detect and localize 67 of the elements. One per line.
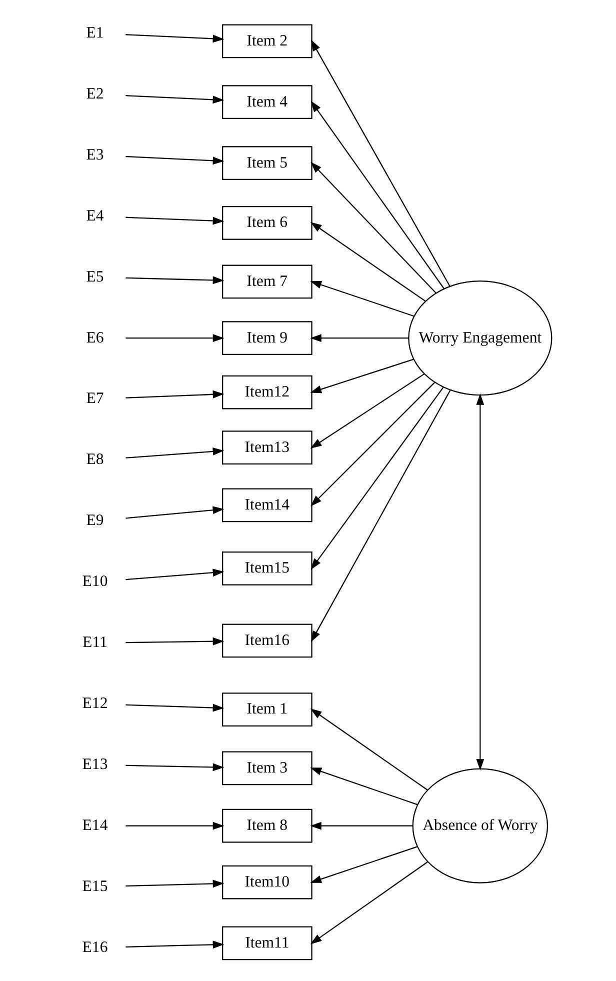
node-text: E6 xyxy=(86,329,104,346)
arrow xyxy=(126,276,224,284)
arrow xyxy=(310,386,444,570)
arrow xyxy=(126,880,224,888)
arrow xyxy=(126,704,224,712)
node-text: E15 xyxy=(82,878,108,895)
node-text: E14 xyxy=(82,816,108,834)
node-box: Item16 xyxy=(222,624,312,658)
arrow xyxy=(126,448,224,458)
node-text: E4 xyxy=(86,207,104,224)
node-box: Item10 xyxy=(222,865,312,900)
node-text: E2 xyxy=(86,85,104,102)
arrow xyxy=(310,708,428,790)
arrow xyxy=(310,334,409,342)
node-box: Item 1 xyxy=(222,692,312,726)
node-box: Item 8 xyxy=(222,808,312,843)
node-box: Item12 xyxy=(222,375,312,410)
node-box: Item 2 xyxy=(222,24,312,58)
node-box: Item 5 xyxy=(222,146,312,180)
node-text: E3 xyxy=(86,146,104,164)
arrow xyxy=(126,568,224,580)
node-ellipse: Absence of Worry xyxy=(412,768,548,884)
arrow xyxy=(310,100,444,289)
arrow xyxy=(310,40,450,287)
node-text: E13 xyxy=(82,756,108,774)
node-box: Item 6 xyxy=(222,206,312,240)
node-box: Item 9 xyxy=(222,321,312,356)
arrow xyxy=(310,162,436,294)
arrow xyxy=(126,34,224,43)
node-box: Item 4 xyxy=(222,85,312,120)
node-text: E7 xyxy=(86,390,104,408)
node-text: E5 xyxy=(86,268,104,286)
node-text: E1 xyxy=(86,24,104,42)
node-text: E12 xyxy=(82,695,108,712)
node-text: E16 xyxy=(82,938,108,956)
arrow xyxy=(310,358,414,394)
node-text: E9 xyxy=(86,512,104,530)
arrow xyxy=(476,394,484,770)
arrow xyxy=(126,216,224,225)
node-box: Item13 xyxy=(222,430,312,465)
node-box: Item15 xyxy=(222,551,312,586)
node-text: E10 xyxy=(82,573,108,590)
node-text: E8 xyxy=(86,451,104,468)
arrow xyxy=(310,846,418,883)
node-box: Item 7 xyxy=(222,264,312,299)
arrow xyxy=(310,390,451,642)
arrow xyxy=(126,334,224,342)
arrow xyxy=(126,637,224,646)
arrow xyxy=(126,763,224,772)
arrow xyxy=(310,768,418,806)
arrow xyxy=(126,390,224,398)
node-ellipse: Worry Engagement xyxy=(408,280,552,396)
arrow xyxy=(310,222,426,302)
node-box: Item11 xyxy=(222,926,312,960)
arrow xyxy=(310,280,414,317)
arrow xyxy=(126,822,224,830)
arrow xyxy=(310,862,428,944)
arrow xyxy=(126,95,224,104)
arrow xyxy=(126,156,224,165)
node-box: Item14 xyxy=(222,488,312,522)
arrow xyxy=(126,506,224,519)
arrow xyxy=(310,382,436,506)
arrow xyxy=(310,373,425,449)
arrow xyxy=(310,822,412,830)
arrow xyxy=(126,940,224,949)
node-box: Item 3 xyxy=(222,751,312,786)
node-text: E11 xyxy=(82,634,108,652)
